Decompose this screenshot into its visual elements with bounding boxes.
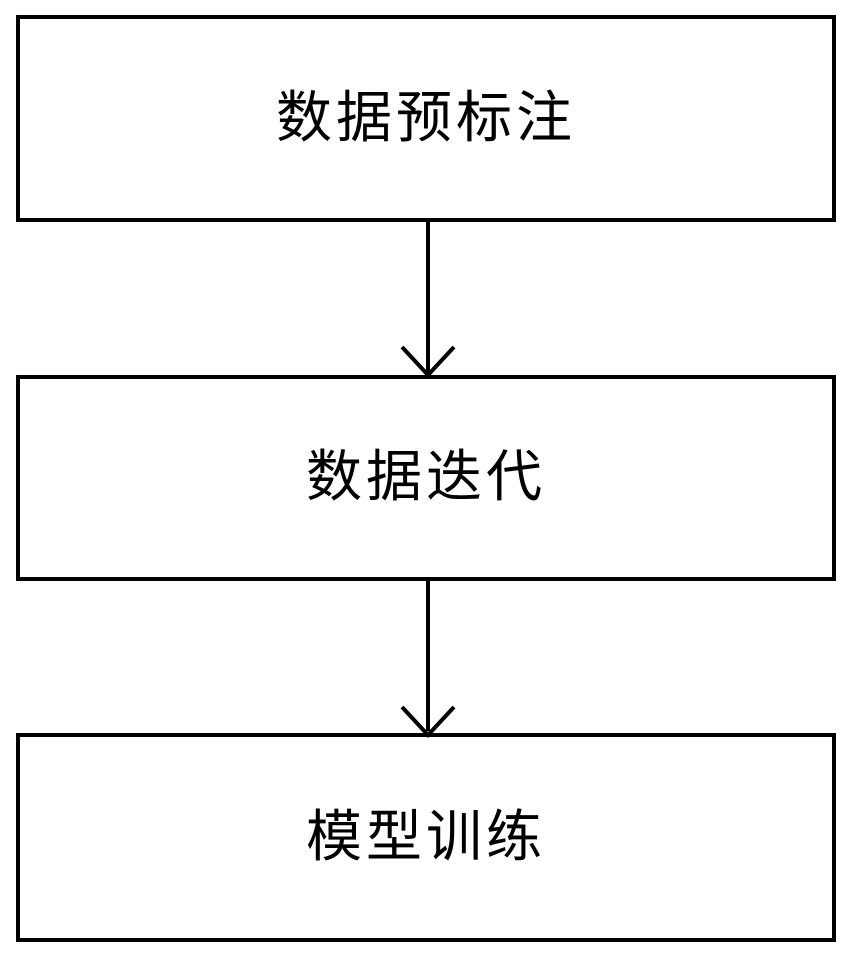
step-box-data-pre-annotation: 数据预标注: [16, 15, 836, 222]
arrow-step2-to-step3: [402, 581, 454, 735]
step-label-model-training: 模型训练: [306, 810, 546, 866]
step-label-data-iteration: 数据迭代: [306, 450, 546, 506]
step-box-model-training: 模型训练: [16, 733, 836, 942]
arrowhead-2-icon: [402, 707, 454, 735]
arrowhead-1-icon: [402, 347, 454, 375]
step-label-data-pre-annotation: 数据预标注: [276, 91, 576, 147]
step-box-data-iteration: 数据迭代: [16, 375, 836, 581]
arrow-step1-to-step2: [402, 222, 454, 375]
